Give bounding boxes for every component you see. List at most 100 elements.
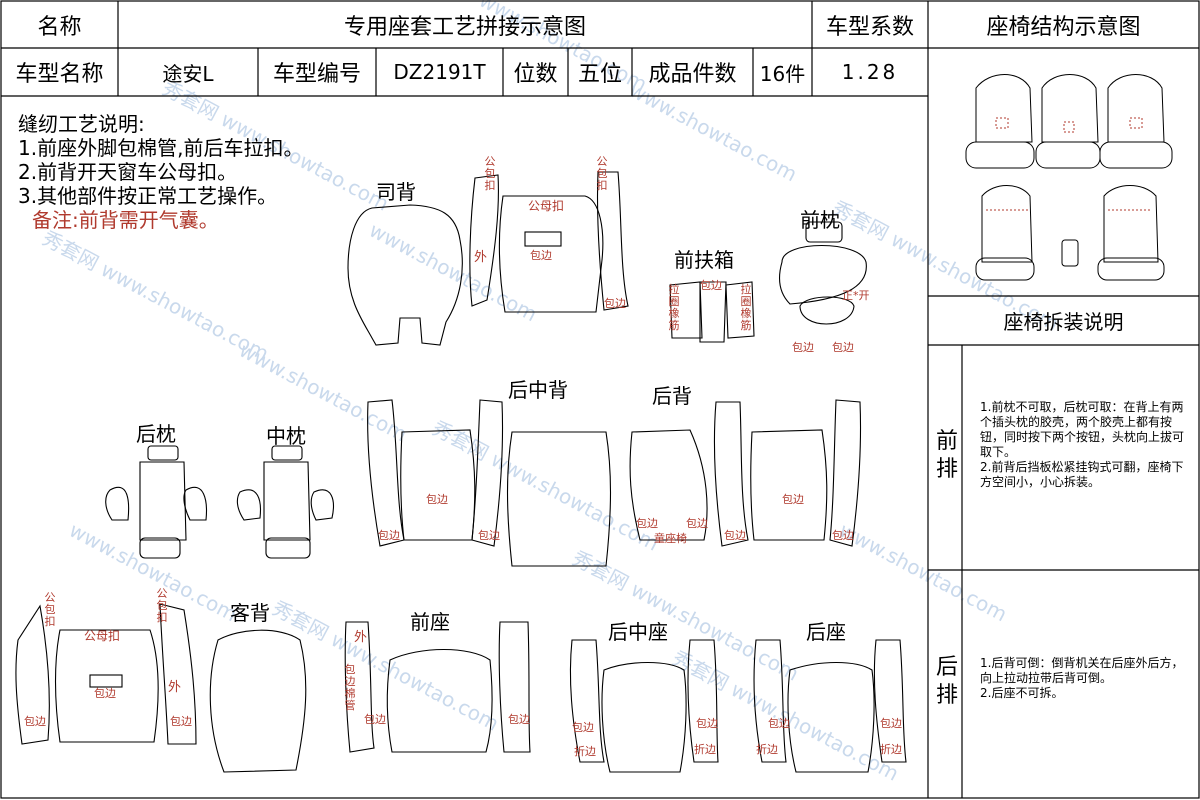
driver-back-outline xyxy=(347,204,463,346)
front-headrest-bottom xyxy=(799,296,855,325)
structure-title: 座椅结构示意图 xyxy=(986,14,1141,40)
rear-seat-side-right xyxy=(873,639,907,763)
front-seat-side-right xyxy=(498,621,531,753)
zipper-window xyxy=(524,231,562,247)
page-title: 专用座套工艺拼接示意图 xyxy=(343,14,586,40)
tag-wrap-edge: 包边 xyxy=(94,687,116,700)
tag-elastic: 拉圈橡筋 xyxy=(668,283,680,332)
passenger-back xyxy=(209,629,307,773)
note-remark: 备注:前背需开气囊。 xyxy=(32,208,219,232)
tag-child-seat: 童座椅 xyxy=(654,532,687,545)
tag-wrap-edge: 包边 xyxy=(604,297,626,310)
tag-wrap-edge: 包边 xyxy=(832,529,854,542)
front-row-label: 前排 xyxy=(935,429,958,482)
label-front-seat: 前座 xyxy=(410,610,450,634)
note-item: 1.前座外脚包棉管,前后车拉扣。 xyxy=(18,136,304,160)
passenger-side-right xyxy=(159,603,197,745)
tag-male-buckle: 公母扣 xyxy=(528,199,565,213)
label-middle-headrest: 中枕 xyxy=(266,424,306,448)
tag-male-buckle: 公母扣 xyxy=(84,629,121,643)
label-passenger-back: 客背 xyxy=(230,601,270,625)
note-item: 2.前背开天窗车公母扣。 xyxy=(18,160,238,184)
rear-middle-upper xyxy=(400,429,476,541)
middle-headrest-top xyxy=(271,445,303,461)
tag-wrap-edge: 包边 xyxy=(792,341,814,354)
rear-mid-seat-side-left xyxy=(569,639,605,763)
middle-headrest-wing-right xyxy=(310,489,334,521)
tag-wrap-edge: 包边 xyxy=(880,717,902,730)
tag-wrap-edge: 包边 xyxy=(782,493,804,506)
tag-wrap-edge: 包边 xyxy=(508,713,530,726)
coef-label: 车型系数 xyxy=(825,14,914,40)
tag-fold: 折边 xyxy=(880,743,902,756)
driver-side-left xyxy=(469,174,499,307)
model-name-value: 途安L xyxy=(162,61,214,86)
tag-wrap-edge: 包边 xyxy=(696,717,718,730)
note-item: 3.其他部件按正常工艺操作。 xyxy=(18,184,278,208)
tag-male-v: 公包扣 xyxy=(596,155,608,192)
tag-wrap-edge: 包边 xyxy=(364,713,386,726)
tag-male-v: 公包扣 xyxy=(44,591,56,628)
name-label: 名称 xyxy=(37,14,82,40)
front-seat-body xyxy=(386,649,493,753)
rear-mid-seat-side-right xyxy=(687,639,719,763)
middle-headrest-bottom xyxy=(265,537,311,559)
tag-fold: 折边 xyxy=(694,743,716,756)
label-driver-back: 司背 xyxy=(376,180,416,204)
tag-male-v: 公包扣 xyxy=(484,155,496,192)
tag-outer: 外 xyxy=(354,630,368,645)
passenger-upper xyxy=(54,629,159,743)
middle-headrest-wing-left xyxy=(236,489,262,521)
tag-wrap-edge: 包边 xyxy=(170,715,192,728)
label-rear-headrest: 后枕 xyxy=(136,422,176,446)
model-name-label: 车型名称 xyxy=(15,62,104,87)
label-rear-back: 后背 xyxy=(652,384,692,408)
driver-upper-panel xyxy=(498,195,604,313)
tag-elastic: 拉圈橡筋 xyxy=(740,283,752,332)
label-front-armrest: 前扶箱 xyxy=(674,248,734,272)
passenger-window xyxy=(89,674,123,688)
tag-male-v: 公包扣 xyxy=(156,587,168,624)
seat-structure-thumbs xyxy=(965,74,1173,281)
pattern-outlines xyxy=(15,171,907,773)
label-rear-middle-back: 后中背 xyxy=(508,378,568,402)
coef-value: 1.28 xyxy=(841,60,899,84)
rear-back-side-right xyxy=(829,399,862,547)
tag-wrap-edge: 包边 xyxy=(572,721,594,734)
rear-middle-seat xyxy=(506,431,612,567)
rear-seat-side-left xyxy=(753,639,787,763)
rear-middle-side-left xyxy=(367,399,405,547)
armrest-right xyxy=(725,281,755,339)
label-front-headrest: 前枕 xyxy=(800,208,840,232)
tag-outer: 外 xyxy=(168,680,182,695)
rear-headrest-wing-left xyxy=(105,487,130,521)
armrest-left xyxy=(669,281,703,339)
notes-title: 缝纫工艺说明: xyxy=(18,112,145,136)
tag-fold: 折边 xyxy=(574,745,596,758)
tag-wrap-edge: 包边 xyxy=(378,529,400,542)
seats-value: 五位 xyxy=(577,62,622,87)
tag-fold: 折边 xyxy=(756,743,778,756)
thumb-markers xyxy=(986,117,1152,211)
rear-headrest-top xyxy=(147,445,179,461)
tag-wrap-edge: 包边 xyxy=(636,517,658,530)
tag-wrap-edge: 包边 xyxy=(700,279,722,292)
rear-middle-side-right xyxy=(471,399,504,547)
rear-row-text: 1.后背可倒：倒背机关在后座外后方，向上拉动拉带后背可倒。 2.后座不可拆。 xyxy=(980,656,1184,700)
sewing-notes: 缝纫工艺说明: 1.前座外脚包棉管,前后车拉扣。 2.前背开天窗车公母扣。 3.… xyxy=(18,112,303,232)
model-code-label: 车型编号 xyxy=(272,62,361,87)
rear-mid-seat-body xyxy=(601,661,687,773)
rear-headrest-bottom xyxy=(139,537,181,559)
label-rear-middle-seat: 后中座 xyxy=(608,620,668,644)
rear-back-upper xyxy=(750,429,828,541)
rear-back-left-a xyxy=(629,429,708,541)
front-seat-side-left xyxy=(344,621,375,753)
tag-outer: 外 xyxy=(474,250,488,265)
tag-wrap-edge: 包边 xyxy=(426,493,448,506)
tag-wrap-edge: 包边 xyxy=(768,717,790,730)
pieces-label: 成品件数 xyxy=(648,62,737,87)
tag-front-open: 正*开 xyxy=(842,289,870,302)
